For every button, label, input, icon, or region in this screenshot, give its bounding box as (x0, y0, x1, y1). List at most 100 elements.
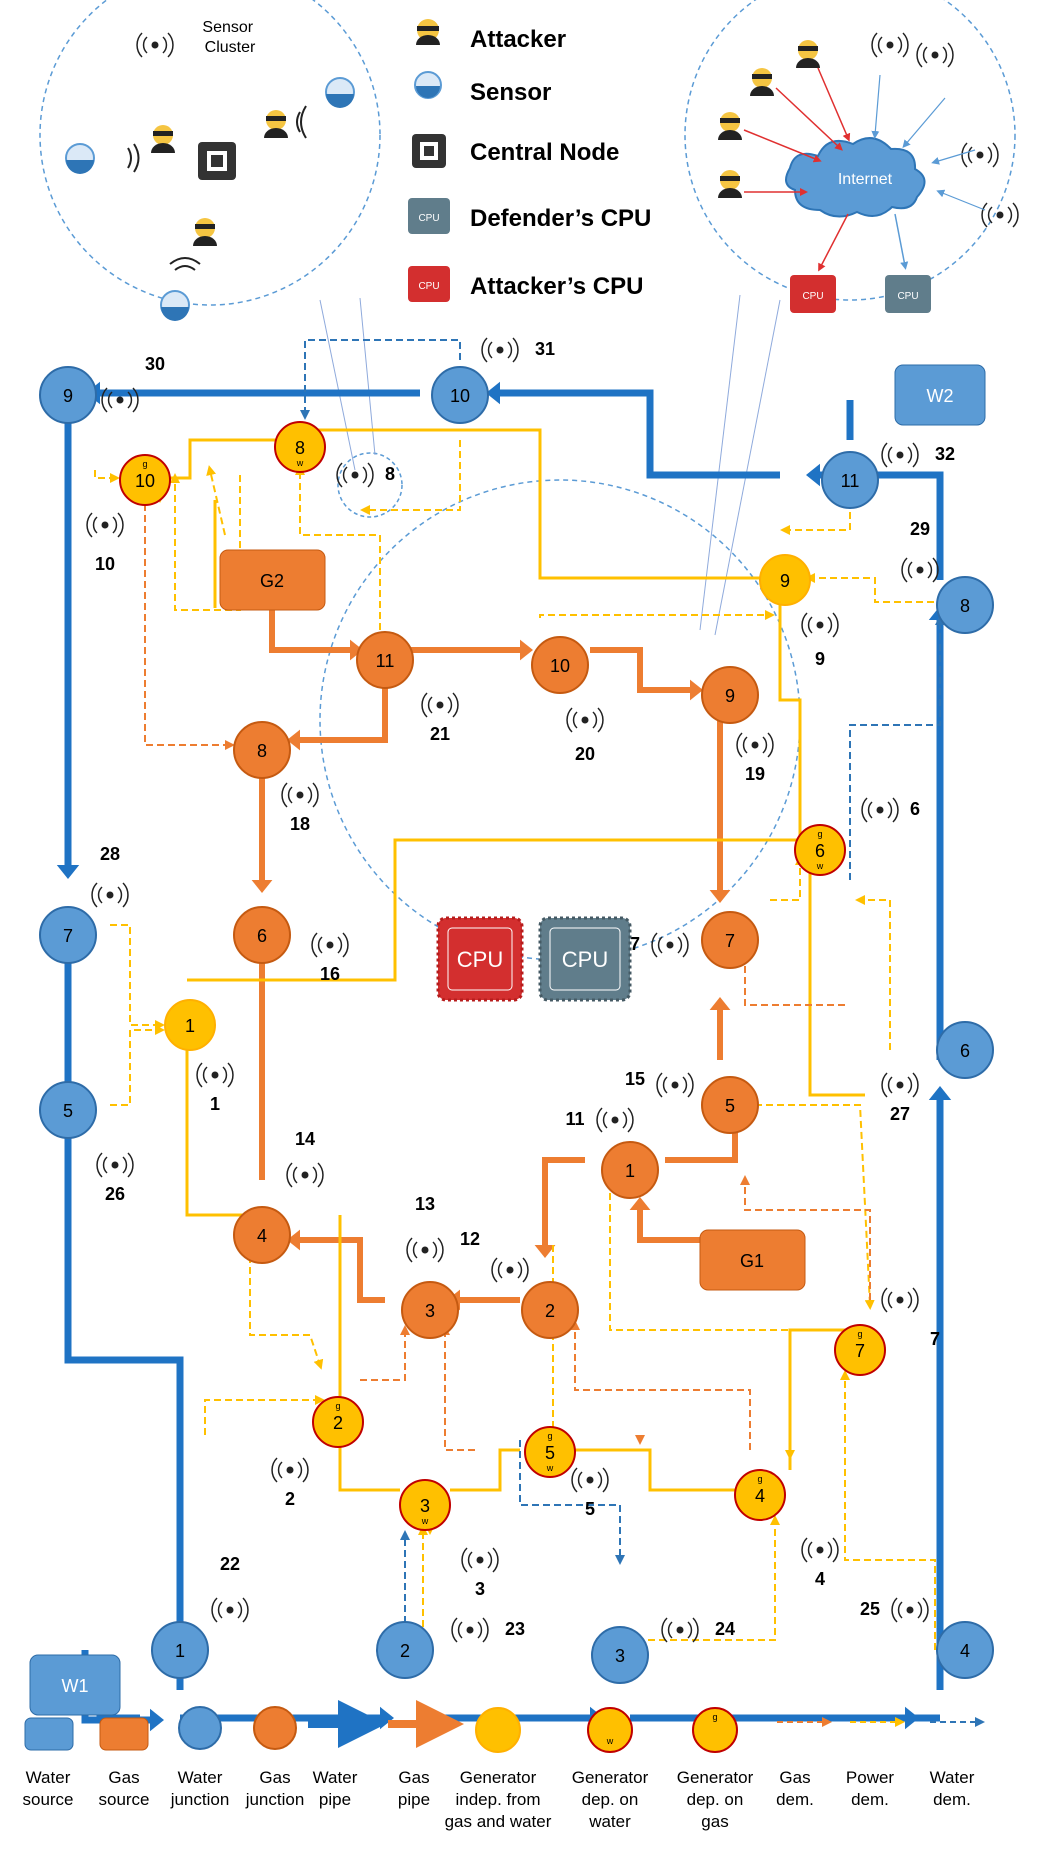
gas-pipe-arrow (709, 997, 731, 1010)
dependency-lines (94, 339, 945, 1665)
power-dependency (360, 440, 461, 515)
sensor-13: 13 (406, 1194, 444, 1263)
top-legend: Attacker Sensor Central Node CPU Defende… (408, 19, 651, 302)
attacker-cpu-icon: CPU (790, 275, 836, 313)
water-junction-label: 7 (63, 926, 73, 946)
water-junction-label: 9 (63, 386, 73, 406)
legend-gas-source-icon (99, 1717, 149, 1751)
power-dependency (110, 924, 165, 1030)
sensor-number: 23 (505, 1619, 525, 1639)
generator-2 (312, 1396, 364, 1448)
generator-10 (119, 454, 171, 506)
water-pipe-arrow (806, 463, 820, 487)
sensor-icon (414, 71, 442, 99)
legend-attacker: Attacker (470, 26, 566, 53)
sensor-number: 2 (285, 1489, 295, 1509)
power-dependency (805, 573, 945, 603)
water-junction-label: 8 (960, 596, 970, 616)
internet-bubble (684, 0, 1016, 301)
legend-gen-gas-icon (692, 1707, 738, 1753)
sensor-signal-icon (916, 42, 954, 68)
water-junction-label: 5 (63, 1101, 73, 1121)
sensor-12: 12 (460, 1229, 529, 1283)
gas-mark: g (142, 459, 147, 469)
gas-dependency (740, 945, 845, 1006)
gas-source-g2 (219, 549, 326, 611)
sensor-number: 22 (220, 1554, 240, 1574)
water-junction-1 (151, 1621, 209, 1679)
sensor-cluster-bubble (39, 0, 381, 306)
sensor-number: 25 (860, 1599, 880, 1619)
bottom-legend: w g (24, 1700, 985, 1753)
water-junction-label: 1 (175, 1641, 185, 1661)
gas-junction-3 (401, 1281, 459, 1339)
sensor-8: 8 (336, 462, 395, 488)
water-pipe-arrow (56, 865, 80, 879)
water-junction-3 (591, 1626, 649, 1684)
sensor-number: 7 (930, 1329, 940, 1349)
generator-label: 10 (135, 471, 155, 491)
water-pipe-arrow (928, 1086, 952, 1100)
water-pipes (56, 381, 952, 1732)
water-source-w2-label: W2 (927, 386, 954, 406)
sensor-32: 32 (881, 442, 955, 468)
power-line (778, 600, 802, 840)
generator-4 (734, 1469, 786, 1521)
attacker-icon (750, 68, 774, 96)
sensor-4: 4 (801, 1537, 839, 1589)
gas-junction-10 (531, 636, 589, 694)
gas-junction-8 (233, 721, 291, 779)
gas-mark: g (547, 1431, 552, 1441)
gas-junction-label: 2 (545, 1301, 555, 1321)
legend-gen-indep-icon (475, 1707, 521, 1753)
central-node-icon (198, 142, 236, 180)
power-dependency (94, 470, 120, 483)
gas-junction-label: 5 (725, 1096, 735, 1116)
sensor-number: 27 (890, 1104, 910, 1124)
gas-dependency (570, 1320, 751, 1450)
svg-text:w: w (606, 1736, 614, 1746)
generator-3 (399, 1479, 451, 1531)
svg-text:CPU: CPU (802, 291, 823, 302)
gas-junction-5 (701, 1076, 759, 1134)
gas-junction-label: 10 (550, 656, 570, 676)
gas-pipe-segment (590, 647, 690, 693)
sensor-3: 3 (461, 1547, 499, 1599)
gas-mark: g (817, 829, 822, 839)
legend-defender-cpu: Defender’s CPU (470, 205, 651, 232)
internet-label: Internet (838, 171, 893, 188)
water-junction-8 (936, 576, 994, 634)
legend-water-source-icon (24, 1717, 74, 1751)
sensor-number: 20 (575, 744, 595, 764)
power-dependency (719, 1085, 875, 1310)
gas-junction-11 (356, 631, 414, 689)
sensor-number: 28 (100, 844, 120, 864)
sensor-number: 29 (910, 519, 930, 539)
sensor-number: 13 (415, 1194, 435, 1214)
sensor-21: 21 (421, 692, 459, 744)
sensor-signal-icon (136, 32, 174, 58)
power-dependency (295, 465, 381, 630)
sensor-number: 4 (815, 1569, 825, 1589)
sensor-28: 28 (91, 844, 129, 908)
sensor-8-bubble (337, 452, 403, 518)
legend-sensor: Sensor (470, 79, 551, 106)
water-pipe-arrow (905, 1706, 919, 1730)
gas-junction-9 (701, 666, 759, 724)
sensor-number: 3 (475, 1579, 485, 1599)
sensor-number: 19 (745, 764, 765, 784)
water-source-w2 (894, 364, 986, 426)
gas-pipe-segment (300, 1237, 385, 1303)
gas-junction-label: 6 (257, 926, 267, 946)
water-mark: w (546, 1463, 554, 1473)
zoom-line (699, 294, 741, 631)
sensor-11: 11 (565, 1107, 634, 1133)
defender-cpu-icon: CPU (538, 916, 632, 1002)
legend-central-node: Central Node (470, 139, 619, 166)
gas-pipe-arrow (629, 1197, 651, 1210)
sensor-number: 30 (145, 354, 165, 374)
power-line (187, 838, 810, 982)
